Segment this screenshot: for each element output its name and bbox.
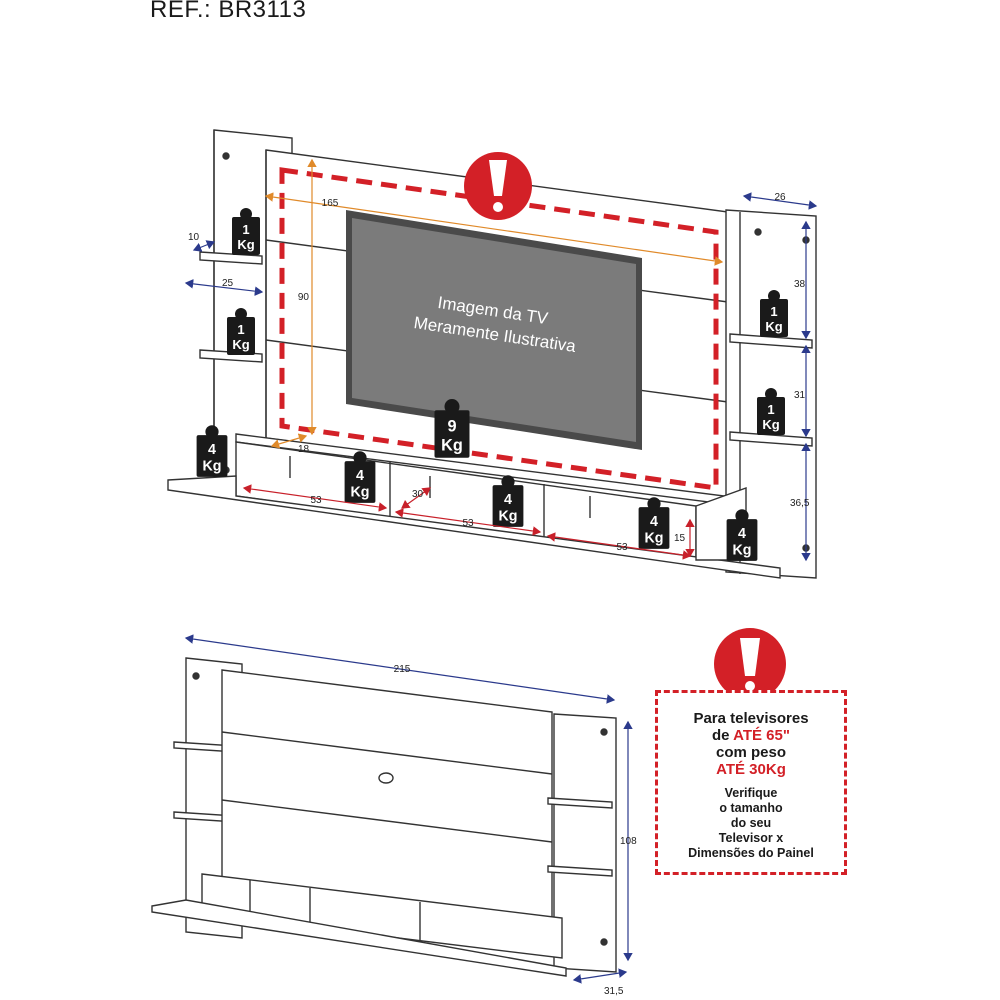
- weight-icon-shelf-right-top: 1Kg: [760, 290, 788, 337]
- warning-line2: de ATÉ 65": [658, 727, 844, 744]
- weight-unit: Kg: [644, 530, 663, 546]
- dimension-labels-bottom: 215 108 31,5: [394, 664, 637, 997]
- weight-unit: Kg: [732, 542, 751, 558]
- weight-value-niche-3: 4: [650, 514, 658, 530]
- dim-total-depth: 31,5: [604, 986, 624, 997]
- dim-niche-height: 15: [674, 533, 686, 544]
- dim-right-space-top: 38: [794, 279, 806, 290]
- weight-unit: Kg: [232, 337, 249, 352]
- weight-value-tv: 9: [447, 418, 456, 436]
- weight-icon-shelf-left-top: 1Kg: [232, 208, 260, 255]
- weight-value-shelf-left-mid: 1: [237, 322, 244, 337]
- weight-unit: Kg: [441, 436, 463, 454]
- warning-line1: Para televisores: [693, 710, 809, 727]
- weight-icon-base-right: 4Kg: [726, 509, 758, 561]
- weight-icon-tv: 9Kg: [434, 399, 470, 458]
- dim-niche-2: 53: [462, 518, 474, 529]
- dim-line-total-width: [184, 634, 616, 704]
- dim-shelf-width: 25: [222, 278, 234, 289]
- weight-unit: Kg: [350, 484, 369, 500]
- weight-unit: Kg: [498, 508, 517, 524]
- dim-niche-1: 53: [310, 495, 322, 506]
- dimension-lines-bottom: [184, 634, 633, 984]
- right-shelf-top: [729, 333, 813, 349]
- warning-note3: do seu: [730, 816, 772, 830]
- warning-max-size: ATÉ 65": [733, 727, 790, 744]
- dimension-lines-top: [184, 158, 818, 562]
- weight-icon-shelf-left-mid: 1Kg: [227, 308, 255, 355]
- weight-icon-base-left: 4Kg: [196, 425, 228, 477]
- weight-unit: Kg: [762, 417, 779, 432]
- dim-right-space-bottom: 36,5: [790, 498, 810, 509]
- dim-niche-3: 53: [616, 542, 628, 553]
- weight-value-base-left: 4: [208, 442, 216, 458]
- dim-tv-height: 90: [298, 292, 310, 303]
- dim-line-shelf-width: [184, 279, 264, 296]
- dim-line-total-depth: [572, 968, 628, 984]
- dim-line-shelf-depth: [192, 240, 216, 252]
- tv-illustration: Imagem da TV Meramente Ilustrativa: [346, 210, 642, 450]
- warning-line2-prefix: de: [712, 727, 734, 744]
- weight-value-shelf-left-top: 1: [242, 222, 249, 237]
- weight-value-shelf-right-top: 1: [770, 304, 777, 319]
- dim-line-niche-depth: [401, 487, 431, 509]
- reference-code: REF.: BR3113: [150, 0, 307, 23]
- weight-unit: Kg: [765, 319, 782, 334]
- dim-niche-depth: 30: [412, 489, 424, 500]
- dim-right-space-mid: 31: [794, 390, 806, 401]
- dimension-labels-top: 165 90 18 10 25 26 38 31 36,5 53 53 53 3…: [188, 192, 810, 553]
- weight-value-base-right: 4: [738, 526, 746, 542]
- warning-note5: Dimensões do Painel: [688, 846, 814, 860]
- alert-icon-bottom: [714, 628, 786, 700]
- warning-line3: com peso: [715, 744, 787, 761]
- warning-note2: o tamanho: [719, 801, 783, 815]
- warning-note4: Televisor x: [718, 831, 784, 845]
- warning-max-weight: ATÉ 30Kg: [716, 761, 786, 778]
- weight-unit: Kg: [237, 237, 254, 252]
- bottom-panel-drawing: [151, 657, 617, 977]
- dim-line-rack-gap: [270, 433, 308, 449]
- dim-total-width: 215: [394, 664, 411, 675]
- tv-size-warning-box: Para televisores de ATÉ 65" com peso ATÉ…: [655, 690, 847, 875]
- dim-line-niche-1: [242, 484, 388, 512]
- right-shelf-mid: [729, 431, 813, 447]
- dim-shelf-depth: 10: [188, 232, 200, 243]
- dim-line-side-width: [742, 192, 818, 210]
- dim-line-niche-3: [546, 532, 692, 560]
- weight-value-niche-2: 4: [504, 492, 512, 508]
- dim-line-tv-width: [264, 192, 724, 266]
- dim-total-height: 108: [620, 836, 637, 847]
- weight-value-niche-1: 4: [356, 468, 364, 484]
- weight-value-shelf-right-mid: 1: [767, 402, 774, 417]
- alert-icon-top: [464, 152, 532, 220]
- dim-line-niche-2: [394, 508, 542, 536]
- dim-rack-gap: 18: [298, 444, 310, 455]
- weight-icon-shelf-right-mid: 1Kg: [757, 388, 785, 435]
- dim-tv-width: 165: [322, 198, 339, 209]
- dim-side-width: 26: [774, 192, 786, 203]
- warning-note1: Verifique: [724, 786, 778, 800]
- weight-unit: Kg: [202, 458, 221, 474]
